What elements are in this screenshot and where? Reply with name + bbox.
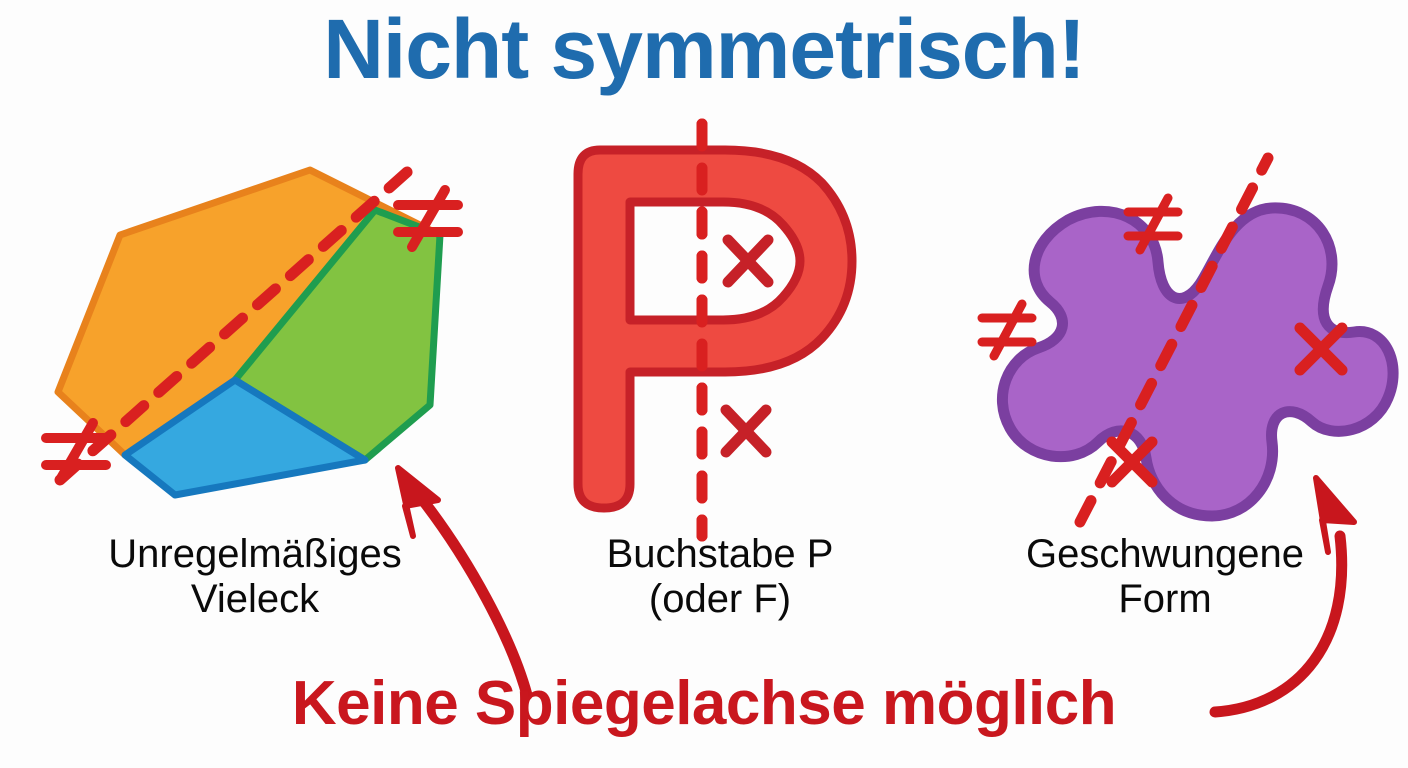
- caption-line-2: (oder F): [648, 576, 792, 621]
- not-equal-mark-top-right: [393, 185, 463, 252]
- figure-irregular-polygon: [30, 150, 500, 530]
- caption-irregular-polygon: Unregelmäßiges Vieleck: [20, 532, 490, 622]
- caption-letter-p: Buchstabe P (oder F): [530, 532, 910, 622]
- conclusion-banner: Keine Spiegelachse möglich: [291, 669, 1117, 738]
- figure-curvy-blob: [950, 150, 1399, 540]
- cross-mark-right: [1294, 322, 1348, 376]
- not-equal-mark-top: [1123, 193, 1183, 255]
- caption-line-1: Unregelmäßiges: [108, 532, 402, 576]
- page-title: Nicht symmetrisch!: [323, 2, 1086, 96]
- letter-p-glyph: [573, 145, 857, 513]
- caption-line-2: Form: [1118, 576, 1212, 621]
- caption-line-1: Buchstabe P: [606, 532, 834, 576]
- caption-line-2: Vieleck: [190, 576, 320, 621]
- arrow-to-polygon: [395, 465, 533, 701]
- caption-curvy-blob: Geschwungene Form: [945, 532, 1385, 622]
- not-equal-mark-left: [977, 299, 1037, 361]
- not-equal-mark-bottom-left: [41, 418, 111, 485]
- cross-mark-bottom: [1106, 436, 1158, 488]
- figure-letter-p: [560, 118, 930, 542]
- caption-line-1: Geschwungene: [1026, 532, 1304, 576]
- arrow-to-blob: [1209, 475, 1357, 718]
- cross-mark-upper: [722, 234, 774, 288]
- blob-mirror-axis-dashed: [1074, 152, 1274, 528]
- polygon-mirror-axis-dashed: [54, 159, 421, 486]
- polygon-blue-region: [121, 376, 369, 499]
- callout-arrows: [0, 440, 1408, 740]
- cross-mark-lower: [720, 404, 772, 458]
